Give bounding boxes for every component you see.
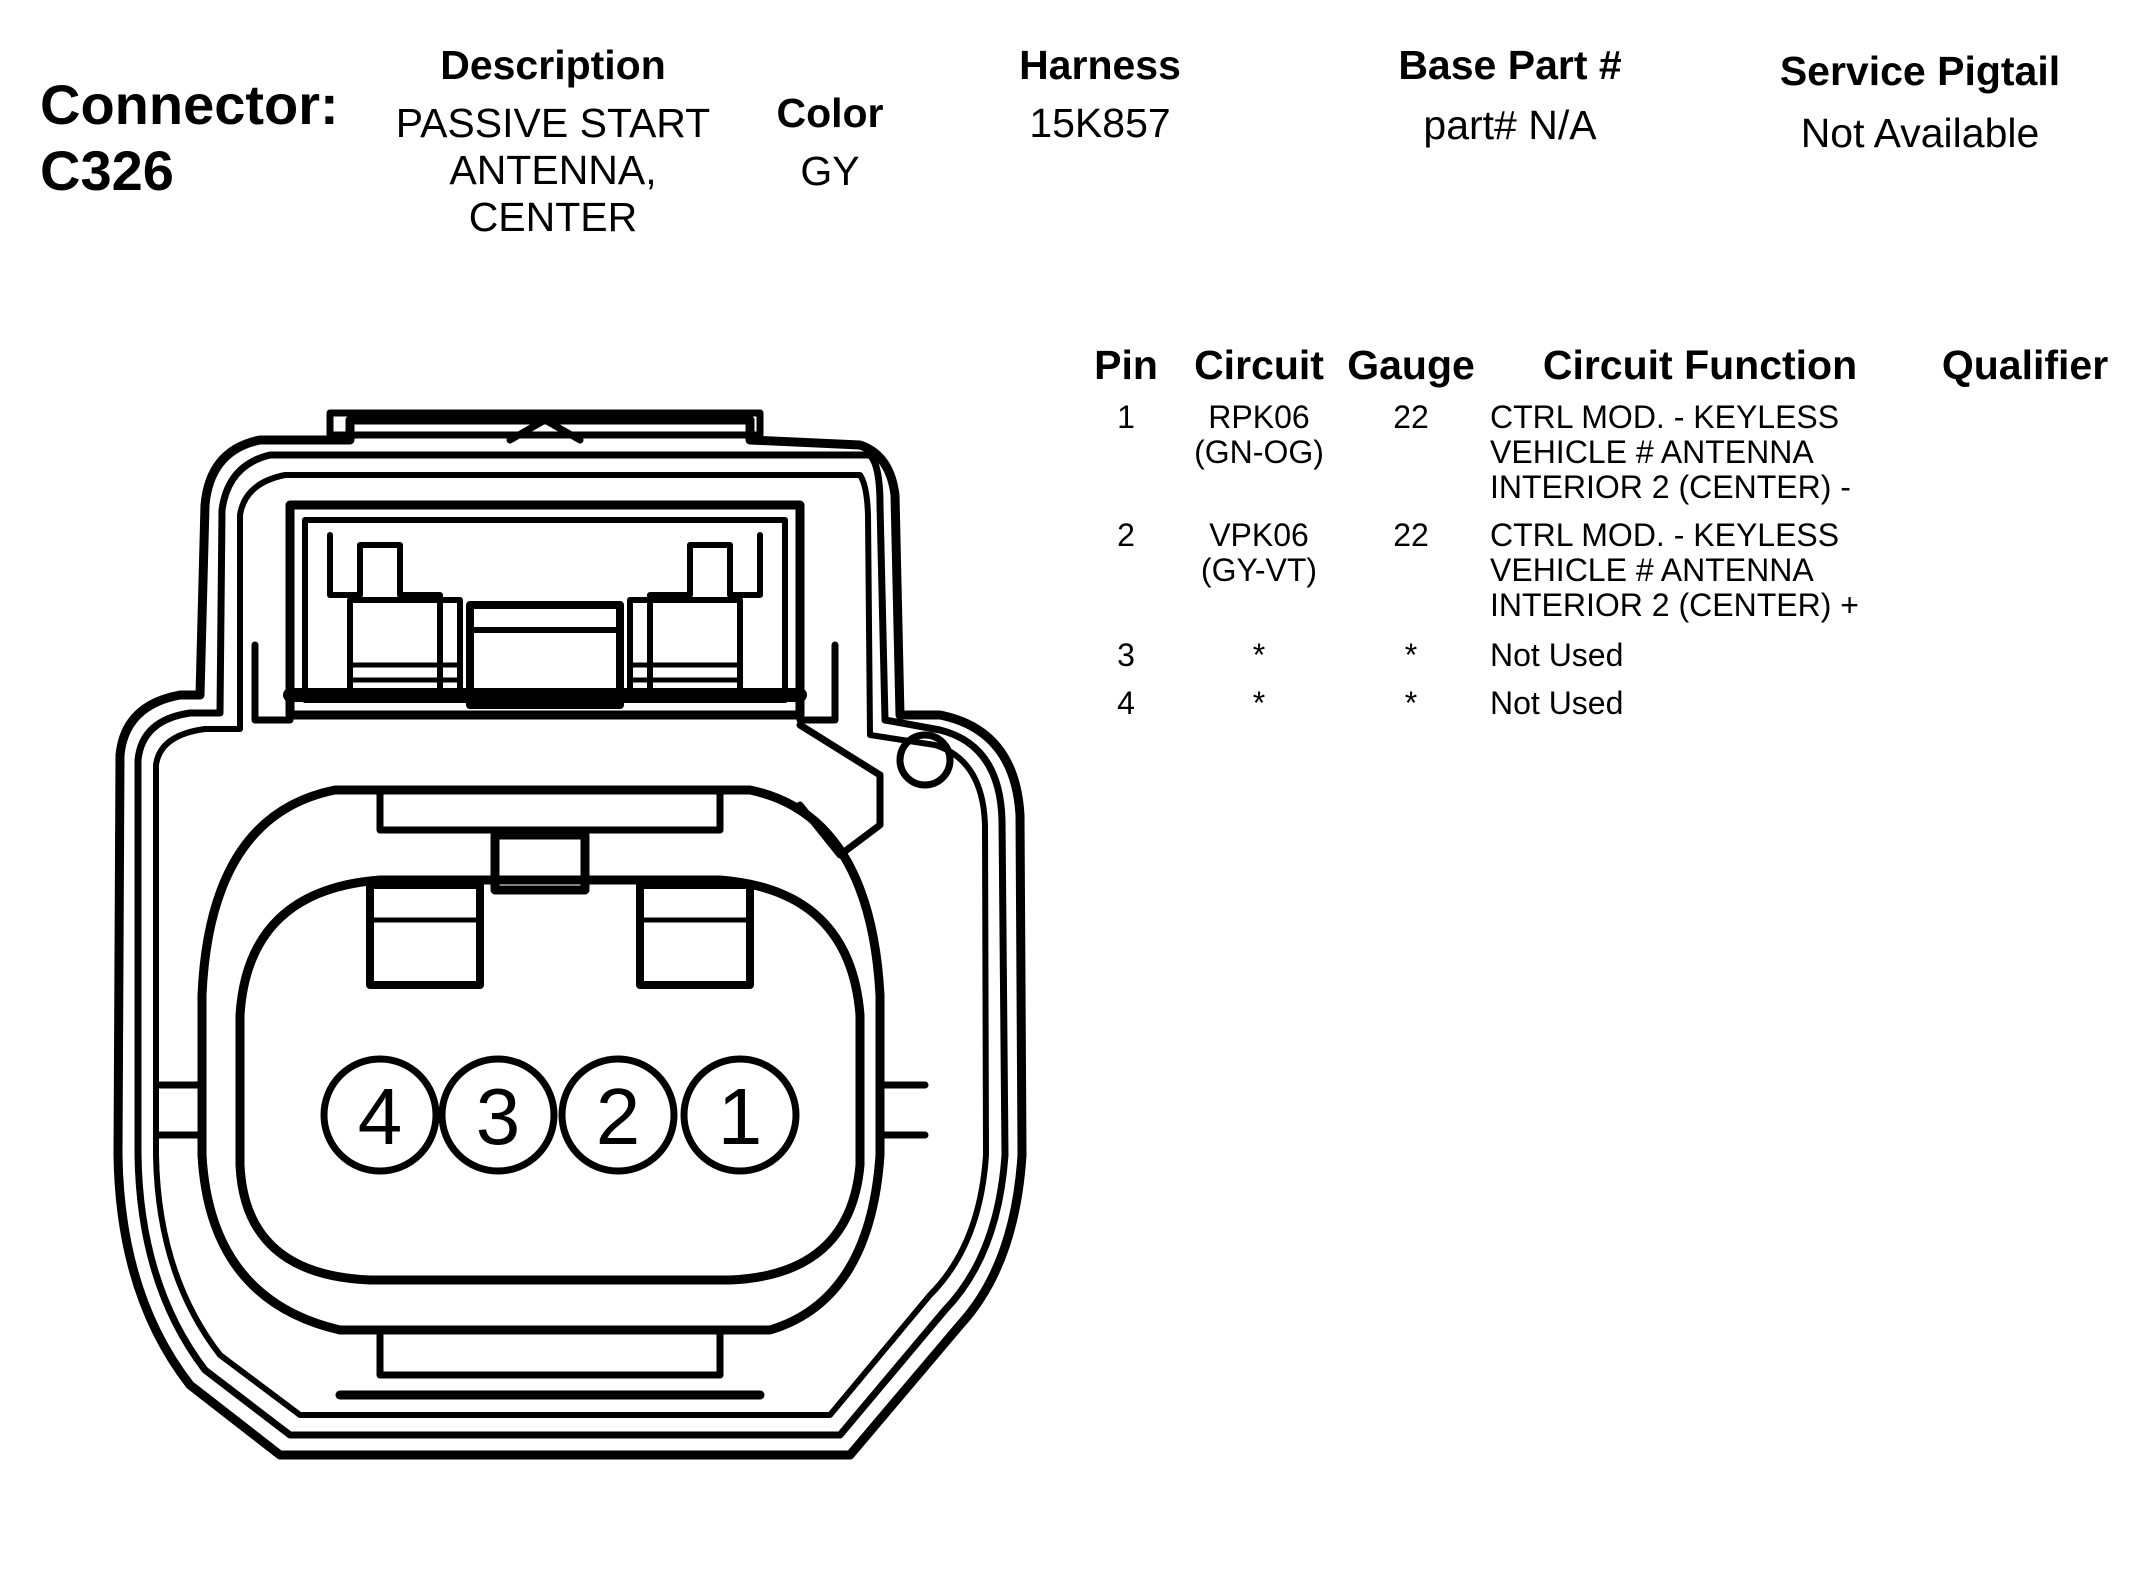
housing-outer-outline [113,415,1027,1460]
service-pigtail-header: Service Pigtail [1779,48,2061,94]
latch-frame-outer [285,500,805,720]
base-part-header: Base Part # [1398,42,1622,88]
latch-hook [796,721,884,859]
row3-circuit: * [1252,637,1266,673]
color-header: Color [776,90,884,136]
row1-circuit-line: RPK06 [1208,399,1310,435]
housing-outline-3 [153,472,989,1418]
row3-pin: 3 [1117,637,1135,673]
row1-function-line: CTRL MOD. - KEYLESS [1490,399,1840,435]
centre-lock [466,601,624,709]
row2-gauge: 22 [1393,517,1429,553]
row4-pin: 4 [1117,685,1135,721]
row3-function: Not Used [1490,637,1624,673]
cavity-plate [235,875,865,1285]
latch-right-slot [627,597,743,698]
description-header: Description [440,42,666,88]
row2-circuit-line: VPK06 [1209,517,1309,553]
housing-outline-2 [134,451,1009,1439]
description-line: ANTENNA, [449,147,657,193]
latch-tab [506,416,584,444]
row1-circuit-line: (GN-OG) [1194,434,1324,470]
pin-circle-3 [438,1055,558,1175]
table-header-qualifier: Qualifier [1941,342,2109,388]
table-header-function: Circuit Function [1542,342,1858,388]
description-value: PASSIVE START ANTENNA, CENTER [380,100,726,241]
row1-gauge: 22 [1393,399,1429,435]
latch-hook-ring [896,731,954,789]
connector-face-drawing: 4 3 2 1 [113,409,1027,1460]
table-header-circuit: Circuit [1194,342,1324,388]
pin-label: 1 [718,1072,763,1161]
row1-pin: 1 [1117,399,1135,435]
description-line: CENTER [468,194,638,240]
table-header-gauge: Gauge [1347,342,1475,388]
row2-pin: 2 [1117,517,1135,553]
pin-label: 2 [596,1072,641,1161]
row1-function: CTRL MOD. - KEYLESS VEHICLE # ANTENNA IN… [1490,400,1910,505]
keying-notch [490,830,590,895]
base-part-value: part# N/A [1423,102,1597,148]
latch-top-bar [326,409,764,439]
row1-function-line: INTERIOR 2 (CENTER) - [1490,469,1851,505]
row2-function: CTRL MOD. - KEYLESS VEHICLE # ANTENNA IN… [1490,518,1910,623]
row2-circuit: VPK06 (GY-VT) [1166,518,1352,588]
pin-label: 3 [476,1072,521,1161]
row2-circuit-line: (GY-VT) [1200,552,1318,588]
pin-circle-2 [558,1055,678,1175]
row4-function: Not Used [1490,685,1624,721]
connector-title: Connector: C326 [40,72,339,204]
pin-label: 4 [358,1072,403,1161]
table-header-pin: Pin [1094,342,1158,388]
latch-right-detail [647,532,763,698]
connector-label: Connector: [40,73,339,136]
description-line: PASSIVE START [395,100,711,146]
side-tab-left [251,641,294,724]
color-value: GY [800,148,860,194]
row4-gauge: * [1404,685,1418,721]
harness-header: Harness [1019,42,1181,88]
polarization-tab-left [366,881,484,989]
harness-value: 15K857 [1029,100,1171,146]
row2-function-line: INTERIOR 2 (CENTER) + [1490,587,1859,623]
latch-left-slot [347,597,463,698]
rail-top [376,786,724,834]
pin-circle-1 [680,1055,800,1175]
row1-circuit: RPK06 (GN-OG) [1166,400,1352,470]
row2-function-line: CTRL MOD. - KEYLESS [1490,517,1840,553]
face-shroud-outer [197,785,885,1335]
pin-circle-4 [320,1055,440,1175]
row3-gauge: * [1404,637,1418,673]
row4-circuit: * [1252,685,1266,721]
latch-left-detail [327,532,443,698]
service-pigtail-value: Not Available [1800,110,2040,156]
polarization-tab-right [636,881,754,989]
row1-function-line: VEHICLE # ANTENNA [1490,434,1814,470]
side-tab-right [796,641,839,724]
rail-bottom [376,1326,724,1379]
row2-function-line: VEHICLE # ANTENNA [1490,552,1814,588]
connector-id: C326 [40,139,174,202]
